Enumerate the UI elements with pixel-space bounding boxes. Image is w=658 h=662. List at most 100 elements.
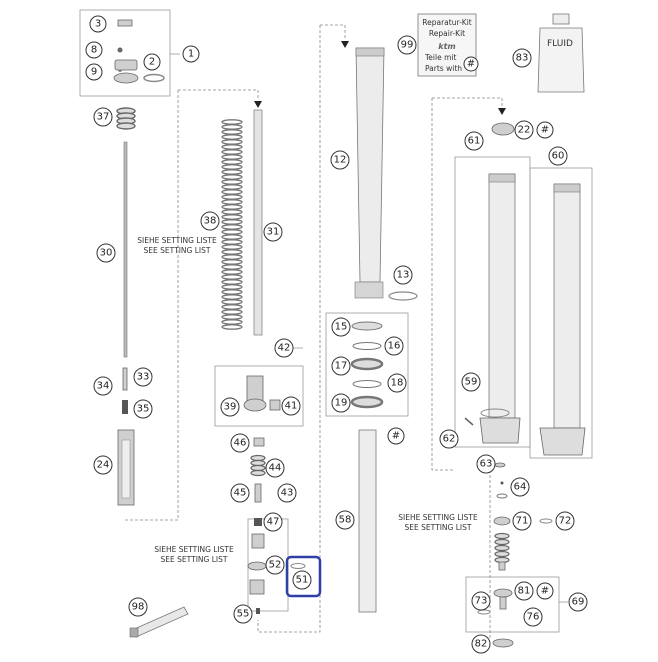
- grease-tube-98-drawing: [129, 606, 189, 638]
- callout-circle: [536, 121, 554, 139]
- callout-label: 42: [278, 343, 291, 354]
- callout-c71: 71: [512, 511, 532, 531]
- callout-label: 98: [132, 602, 145, 613]
- callout-label: 61: [468, 136, 481, 147]
- callout-circle: [292, 570, 312, 590]
- callout-c41: 41: [281, 396, 301, 416]
- callout-circle: [331, 317, 351, 337]
- callout-label: 22: [518, 125, 531, 136]
- callout-c18: 18: [387, 373, 407, 393]
- callout-c52: 52: [265, 555, 285, 575]
- callout-c58: 58: [335, 510, 355, 530]
- callout-circle: [85, 41, 103, 59]
- callout-c1: 1: [182, 45, 200, 63]
- callout-c83: 83: [512, 48, 532, 68]
- callout-circle: [230, 483, 250, 503]
- callout-label: 45: [234, 488, 247, 499]
- small-parts-left-drawing: [117, 367, 135, 506]
- callout-c37: 37: [93, 107, 113, 127]
- callout-cH1: #: [387, 427, 405, 445]
- callout-circle: [265, 458, 285, 478]
- callout-label: #: [541, 586, 549, 597]
- callout-label: 72: [559, 516, 572, 527]
- callout-label: 3: [95, 19, 101, 30]
- outer-tube-12-drawing: [354, 47, 418, 301]
- callout-label: 31: [267, 227, 280, 238]
- callout-label: 47: [267, 517, 280, 528]
- callout-label: 63: [480, 459, 493, 470]
- callout-circle: [397, 35, 417, 55]
- callout-label: 17: [335, 361, 348, 372]
- callout-c64: 64: [510, 477, 530, 497]
- callout-cH2: #: [536, 121, 554, 139]
- callout-c59: 59: [461, 372, 481, 392]
- callout-c45: 45: [230, 483, 250, 503]
- highlight-box-51: [285, 555, 322, 598]
- callout-circle: [476, 454, 496, 474]
- callout-c22: 22: [514, 120, 534, 140]
- callout-c24: 24: [93, 455, 113, 475]
- callout-circle: [510, 477, 530, 497]
- ring-22-drawing: [491, 122, 515, 136]
- callout-circle: [263, 222, 283, 242]
- callout-c12: 12: [330, 150, 350, 170]
- callout-label: 39: [224, 402, 237, 413]
- callout-circle: [464, 131, 484, 151]
- callout-c63: 63: [476, 454, 496, 474]
- callout-c8: 8: [85, 41, 103, 59]
- callout-cH3: #: [536, 582, 554, 600]
- callout-label: 51: [296, 575, 309, 586]
- callout-circle: [220, 397, 240, 417]
- callout-circle: [555, 511, 575, 531]
- fluid-label: FLUID: [547, 39, 573, 49]
- callout-circle: [471, 634, 491, 654]
- callout-circle: [93, 376, 113, 396]
- callout-circle: [471, 591, 491, 611]
- callout-label: #: [467, 59, 475, 70]
- callout-c31: 31: [263, 222, 283, 242]
- callout-circle: [85, 63, 103, 81]
- bushings-and-seals-drawing: [350, 321, 384, 409]
- callout-label: 99: [401, 40, 414, 51]
- callout-label: 69: [572, 597, 585, 608]
- callout-circle: [330, 150, 350, 170]
- rod-31-drawing: [253, 109, 263, 336]
- arrow-icons: [254, 41, 506, 115]
- callout-circle: [439, 429, 459, 449]
- callout-c61: 61: [464, 131, 484, 151]
- callout-circle: [128, 597, 148, 617]
- callout-circle: [568, 592, 588, 612]
- callout-c51: 51: [292, 570, 312, 590]
- callout-label: 55: [237, 609, 250, 620]
- callout-c3: 3: [89, 15, 107, 33]
- callout-c19: 19: [331, 393, 351, 413]
- callout-label: 16: [388, 341, 401, 352]
- rod-30-drawing: [123, 141, 128, 358]
- callout-c98: 98: [128, 597, 148, 617]
- callout-label: 41: [285, 401, 298, 412]
- callout-label: 19: [335, 398, 348, 409]
- callout-label: 38: [204, 216, 217, 227]
- callout-c30: 30: [96, 243, 116, 263]
- setting-note-line: SEE SETTING LIST: [144, 246, 211, 255]
- callout-label: 34: [97, 381, 110, 392]
- callout-label: #: [541, 125, 549, 136]
- callout-label: 1: [188, 49, 194, 60]
- callout-circle: [387, 427, 405, 445]
- callout-label: 82: [475, 639, 488, 650]
- callout-circle: [274, 338, 294, 358]
- callout-c16: 16: [384, 336, 404, 356]
- callout-c72: 72: [555, 511, 575, 531]
- callout-label: 44: [269, 463, 282, 474]
- callout-c76: 76: [523, 607, 543, 627]
- callout-circle: [387, 373, 407, 393]
- callout-c9: 9: [85, 63, 103, 81]
- callout-circle: [335, 510, 355, 530]
- callout-circle: [89, 15, 107, 33]
- valve-stack-drawing: [247, 437, 306, 614]
- svg-text:ktm: ktm: [438, 42, 455, 51]
- callout-c43: 43: [277, 483, 297, 503]
- callout-c81: 81: [514, 581, 534, 601]
